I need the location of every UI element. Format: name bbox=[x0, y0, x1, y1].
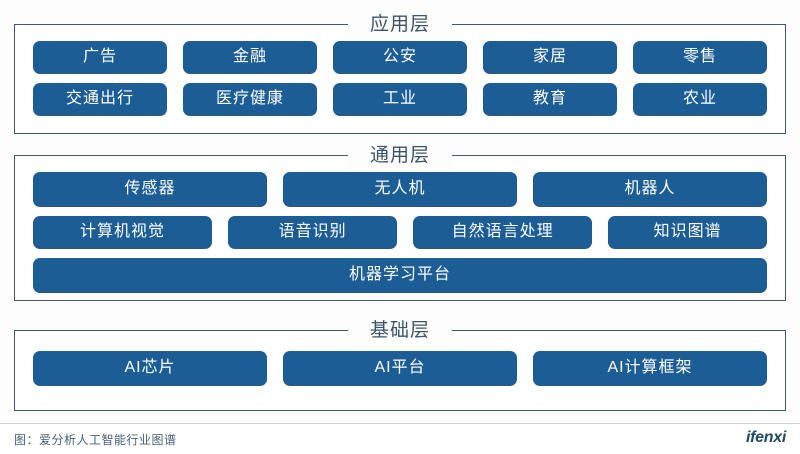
layer-rows-foundation: AI芯片 AI平台 AI计算框架 bbox=[15, 331, 785, 399]
node-box[interactable]: 金融 bbox=[183, 41, 317, 73]
layer-title-foundation: 基础层 bbox=[347, 318, 453, 344]
node-box[interactable]: 广告 bbox=[33, 41, 167, 73]
node-box[interactable]: 医疗健康 bbox=[183, 83, 317, 115]
layer-title-general: 通用层 bbox=[347, 143, 453, 169]
layer-title-application: 应用层 bbox=[347, 12, 453, 38]
footer-logo: ifenxi bbox=[746, 429, 786, 446]
node-box[interactable]: 自然语言处理 bbox=[413, 216, 593, 248]
node-box[interactable]: 计算机视觉 bbox=[33, 216, 213, 248]
layer-row: 广告 金融 公安 家居 零售 bbox=[33, 41, 767, 73]
node-box[interactable]: 交通出行 bbox=[33, 83, 167, 115]
node-box[interactable]: 机器人 bbox=[533, 172, 767, 206]
layer-panel-application: 应用层 广告 金融 公安 家居 零售 交通出行 医疗健康 工业 教育 农业 bbox=[14, 12, 786, 134]
footer-divider bbox=[0, 423, 800, 424]
node-box[interactable]: 农业 bbox=[633, 83, 767, 115]
footer-caption: 图：爱分析人工智能行业图谱 bbox=[14, 433, 177, 447]
node-box[interactable]: AI计算框架 bbox=[533, 351, 767, 385]
layer-panel-foundation: 基础层 AI芯片 AI平台 AI计算框架 bbox=[14, 318, 786, 411]
node-box[interactable]: AI平台 bbox=[283, 351, 517, 385]
node-box[interactable]: 零售 bbox=[633, 41, 767, 73]
layer-rows-application: 广告 金融 公安 家居 零售 交通出行 医疗健康 工业 教育 农业 bbox=[15, 25, 785, 129]
node-box[interactable]: 工业 bbox=[333, 83, 467, 115]
node-box[interactable]: 公安 bbox=[333, 41, 467, 73]
layer-rows-general: 传感器 无人机 机器人 计算机视觉 语音识别 自然语言处理 知识图谱 机器学习平… bbox=[15, 156, 785, 306]
layer-row: AI芯片 AI平台 AI计算框架 bbox=[33, 351, 767, 385]
node-box[interactable]: AI芯片 bbox=[33, 351, 267, 385]
node-box[interactable]: 传感器 bbox=[33, 172, 267, 206]
node-box[interactable]: 家居 bbox=[483, 41, 617, 73]
layer-panel-general: 通用层 传感器 无人机 机器人 计算机视觉 语音识别 自然语言处理 知识图谱 机… bbox=[14, 143, 786, 301]
layer-row: 交通出行 医疗健康 工业 教育 农业 bbox=[33, 83, 767, 115]
layer-row: 计算机视觉 语音识别 自然语言处理 知识图谱 bbox=[33, 216, 768, 248]
layer-row: 机器学习平台 bbox=[33, 258, 767, 292]
node-box[interactable]: 语音识别 bbox=[228, 216, 398, 248]
node-box[interactable]: 无人机 bbox=[283, 172, 517, 206]
node-box[interactable]: 知识图谱 bbox=[608, 216, 768, 248]
footer: 图：爱分析人工智能行业图谱 ifenxi bbox=[0, 424, 800, 454]
layer-row: 传感器 无人机 机器人 bbox=[33, 172, 767, 206]
node-box[interactable]: 教育 bbox=[483, 83, 617, 115]
node-box[interactable]: 机器学习平台 bbox=[33, 258, 767, 292]
